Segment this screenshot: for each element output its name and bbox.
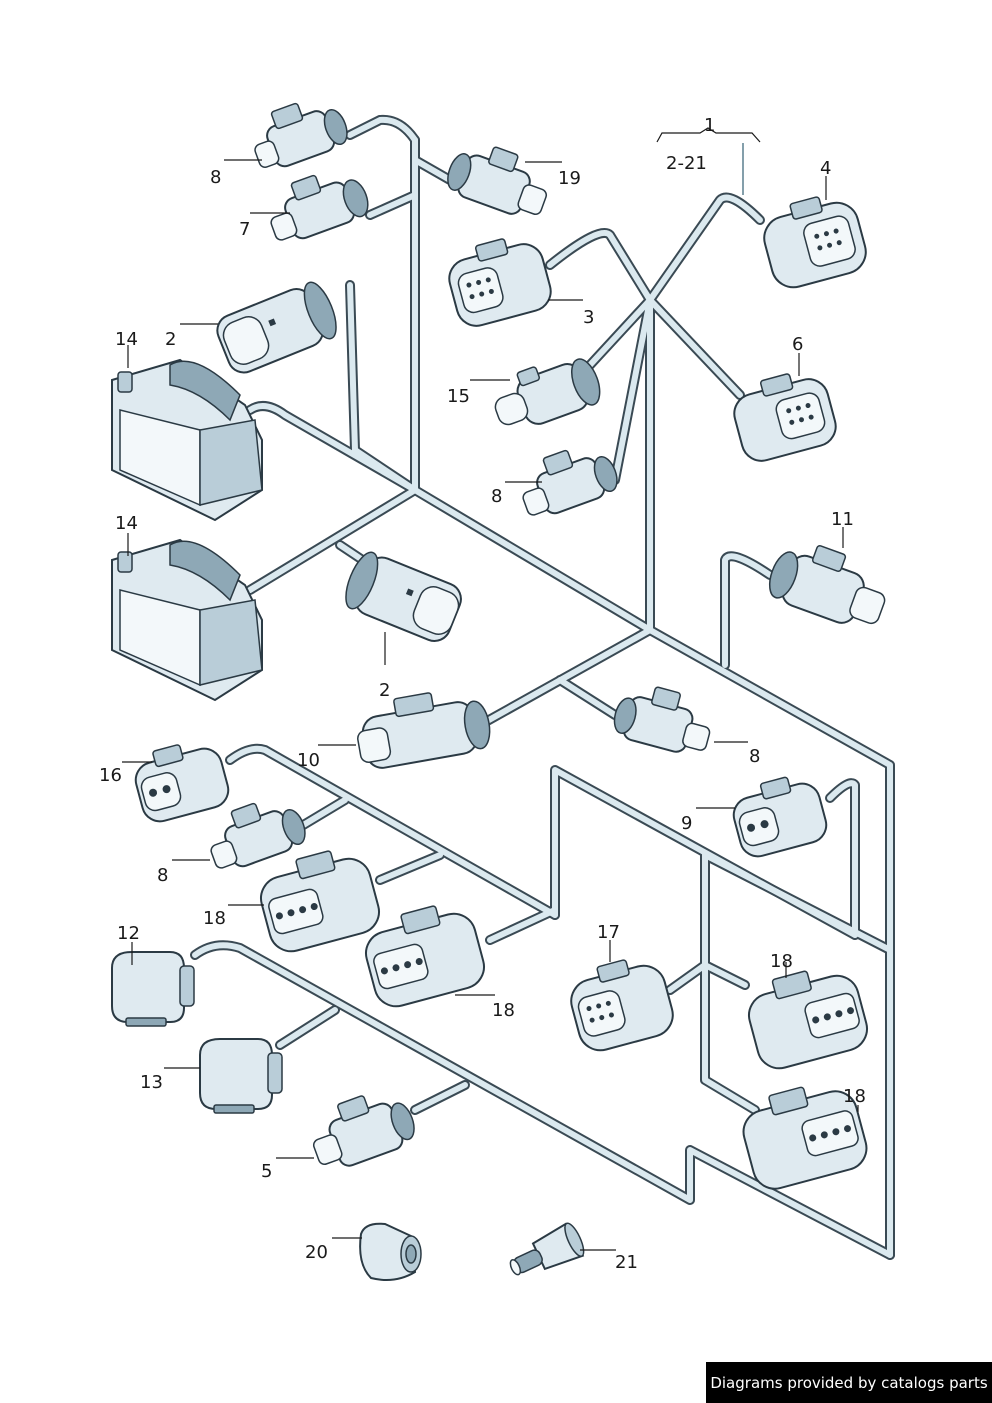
part-20-cap [359, 1222, 422, 1281]
group-number-label: 1 [704, 115, 715, 136]
connector-15 [494, 358, 601, 426]
callout-18: 18 [843, 1086, 866, 1107]
callout-3: 3 [583, 307, 594, 328]
callout-18: 18 [203, 908, 226, 929]
connector-16 [134, 744, 230, 823]
group-range-label: 2-21 [666, 153, 707, 174]
callout-14: 14 [115, 329, 138, 350]
callout-4: 4 [820, 158, 831, 179]
callout-19: 19 [558, 168, 581, 189]
wire-harness [190, 114, 895, 1260]
callout-5: 5 [261, 1161, 272, 1182]
callout-14: 14 [115, 513, 138, 534]
connector-18-a [260, 850, 380, 953]
connector-4 [763, 196, 867, 289]
connector-17 [570, 959, 674, 1052]
connector-9 [732, 776, 828, 858]
connector-8-lower [210, 802, 306, 869]
callout-2: 2 [165, 329, 176, 350]
callout-8: 8 [749, 746, 760, 767]
callout-2: 2 [379, 680, 390, 701]
connector-3 [448, 238, 552, 327]
callout-16: 16 [99, 765, 122, 786]
callout-21: 21 [615, 1252, 638, 1273]
callout-6: 6 [792, 334, 803, 355]
connector-2-top [216, 281, 337, 374]
connector-8-middle [522, 449, 618, 516]
callout-17: 17 [597, 922, 620, 943]
callout-9: 9 [681, 813, 692, 834]
callout-8: 8 [157, 865, 168, 886]
part-21-grommet [509, 1222, 585, 1276]
callout-11: 11 [831, 509, 854, 530]
credit-banner: Diagrams provided by catalogs parts [706, 1362, 992, 1403]
connector-18-d [742, 1086, 868, 1190]
callout-12: 12 [117, 923, 140, 944]
connector-14-top [111, 358, 263, 522]
callout-20: 20 [305, 1242, 328, 1263]
connector-18-b [365, 905, 485, 1008]
callout-8: 8 [491, 486, 502, 507]
connector-11 [768, 544, 886, 625]
connector-8-top [254, 102, 348, 168]
connector-19 [447, 146, 548, 216]
callout-7: 7 [239, 219, 250, 240]
callout-18: 18 [492, 1000, 515, 1021]
callout-18: 18 [770, 951, 793, 972]
callout-10: 10 [297, 750, 320, 771]
connector-8-right [613, 686, 711, 753]
connector-5 [312, 1095, 415, 1167]
credit-text: Diagrams provided by catalogs parts [710, 1373, 988, 1392]
callout-15: 15 [447, 386, 470, 407]
connector-2-middle [345, 551, 462, 642]
connector-13 [199, 1038, 283, 1114]
callout-13: 13 [140, 1072, 163, 1093]
connector-7 [270, 174, 369, 241]
connector-6 [733, 373, 837, 462]
callout-8: 8 [210, 167, 221, 188]
connector-14-bottom [111, 538, 263, 702]
connector-18-c [748, 970, 868, 1070]
group-bracket: 1 2-21 [656, 115, 761, 195]
callout-labels: 8 7 19 2 14 3 4 15 6 8 14 11 2 10 8 16 9… [99, 158, 866, 1273]
connector-10 [357, 692, 491, 769]
callout-leaders [122, 159, 859, 1251]
connector-12 [111, 951, 195, 1027]
